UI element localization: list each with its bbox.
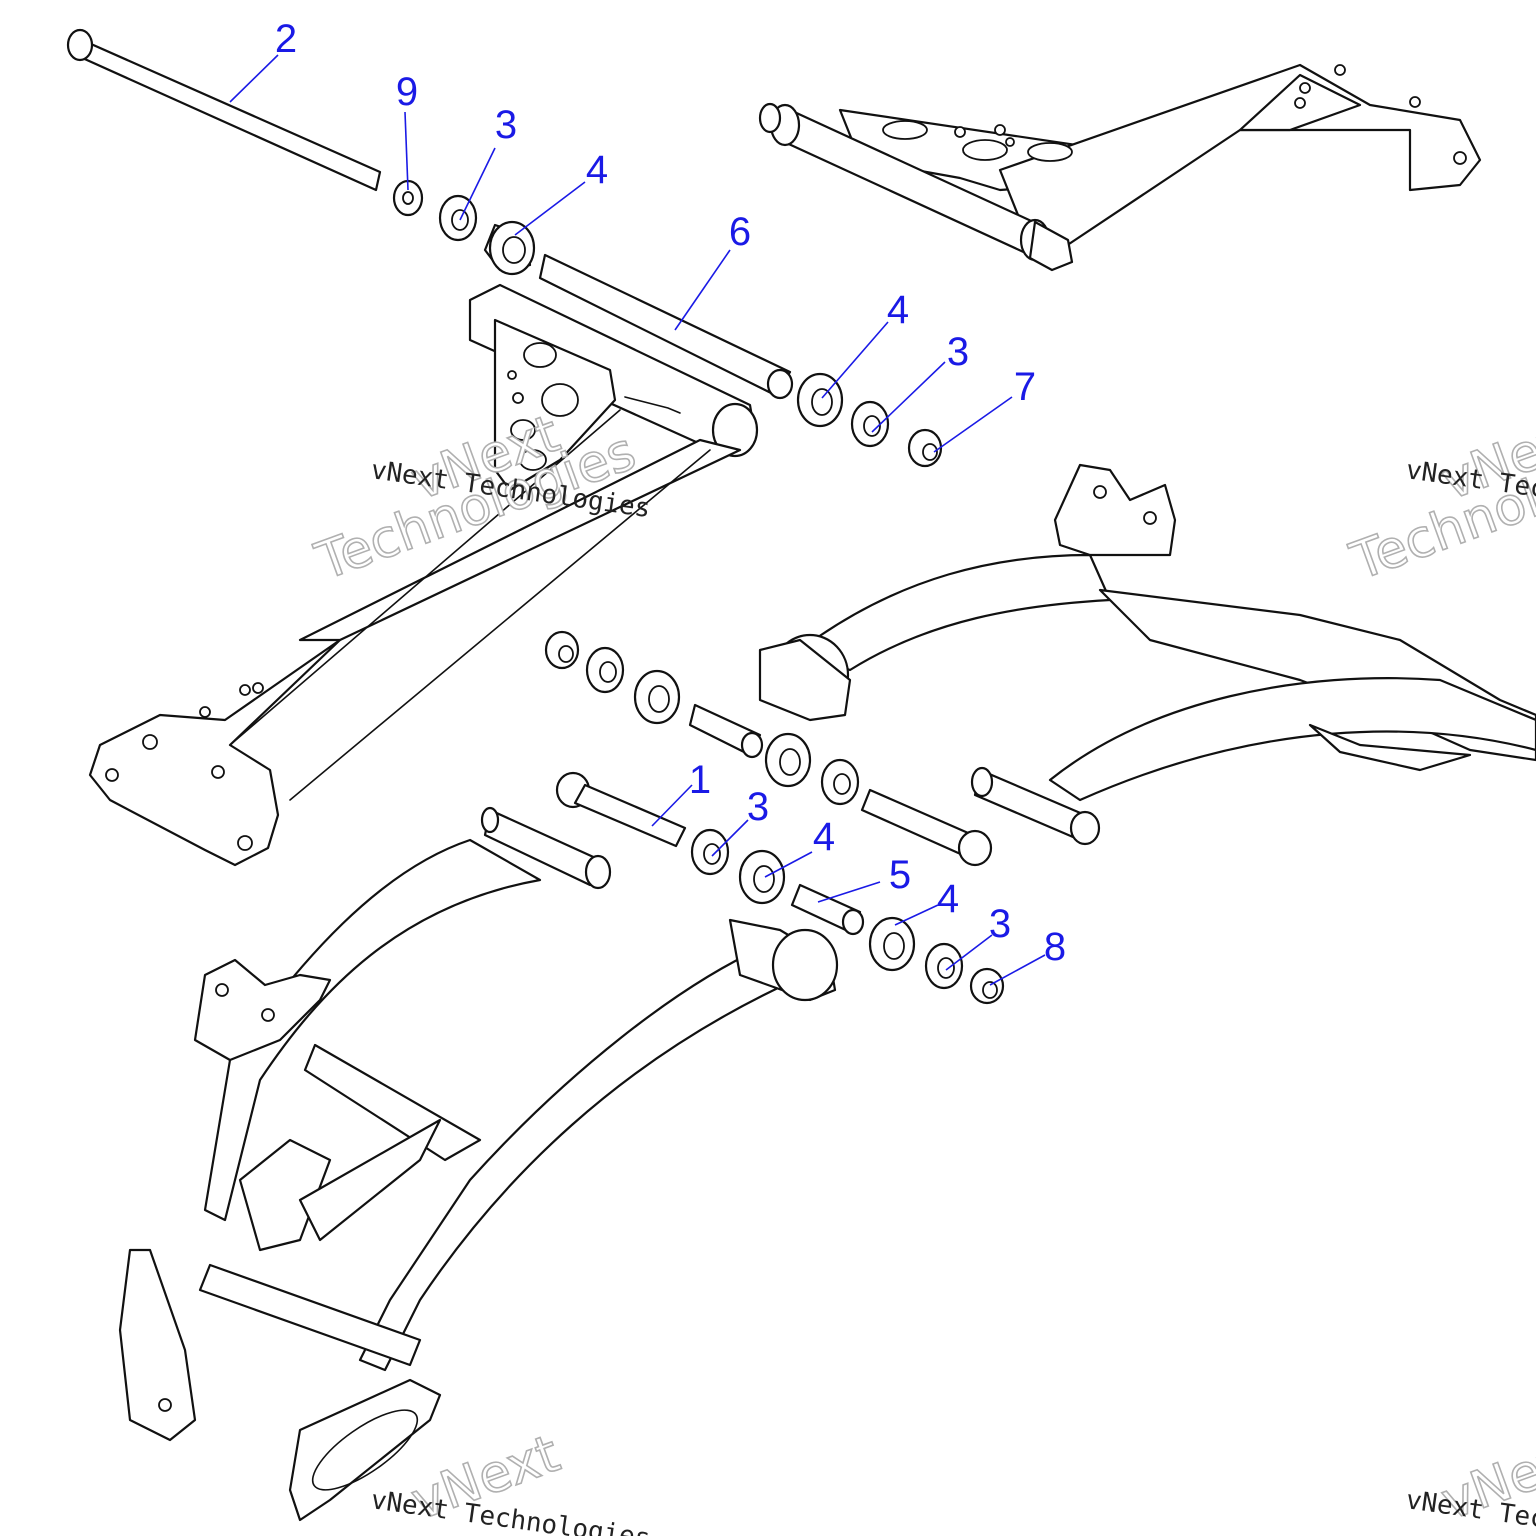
callout-3: 3	[947, 330, 969, 374]
watermark-group: vNext Technologies vNext Technologies vN…	[307, 403, 1536, 1536]
callout-8: 8	[1044, 925, 1066, 969]
callout-4: 4	[937, 877, 959, 921]
callout-labels: 2 9 3 4 6 4 3 7 1 3 4 5 4 3 8	[275, 17, 1066, 969]
callout-3: 3	[989, 902, 1011, 946]
callout-3: 3	[495, 103, 517, 147]
callout-4: 4	[887, 288, 909, 332]
right-lower-control-arm	[758, 463, 1536, 846]
callout-3: 3	[747, 785, 769, 829]
callout-1: 1	[689, 758, 711, 802]
callout-4: 4	[813, 815, 835, 859]
left-lower-control-arm	[118, 806, 839, 1522]
upper-right-control-arm	[758, 63, 1482, 272]
lower-hardware-stack	[555, 771, 1005, 1005]
upper-hardware-stack	[66, 28, 943, 468]
callout-6: 6	[729, 210, 751, 254]
callout-7: 7	[1014, 365, 1036, 409]
middle-hardware-stack	[544, 630, 993, 867]
callout-9: 9	[396, 70, 418, 114]
callout-leaders	[229, 54, 1046, 986]
callout-2: 2	[275, 17, 297, 61]
callout-5: 5	[889, 853, 911, 897]
callout-4: 4	[586, 148, 608, 192]
upper-left-control-arm	[88, 283, 759, 867]
